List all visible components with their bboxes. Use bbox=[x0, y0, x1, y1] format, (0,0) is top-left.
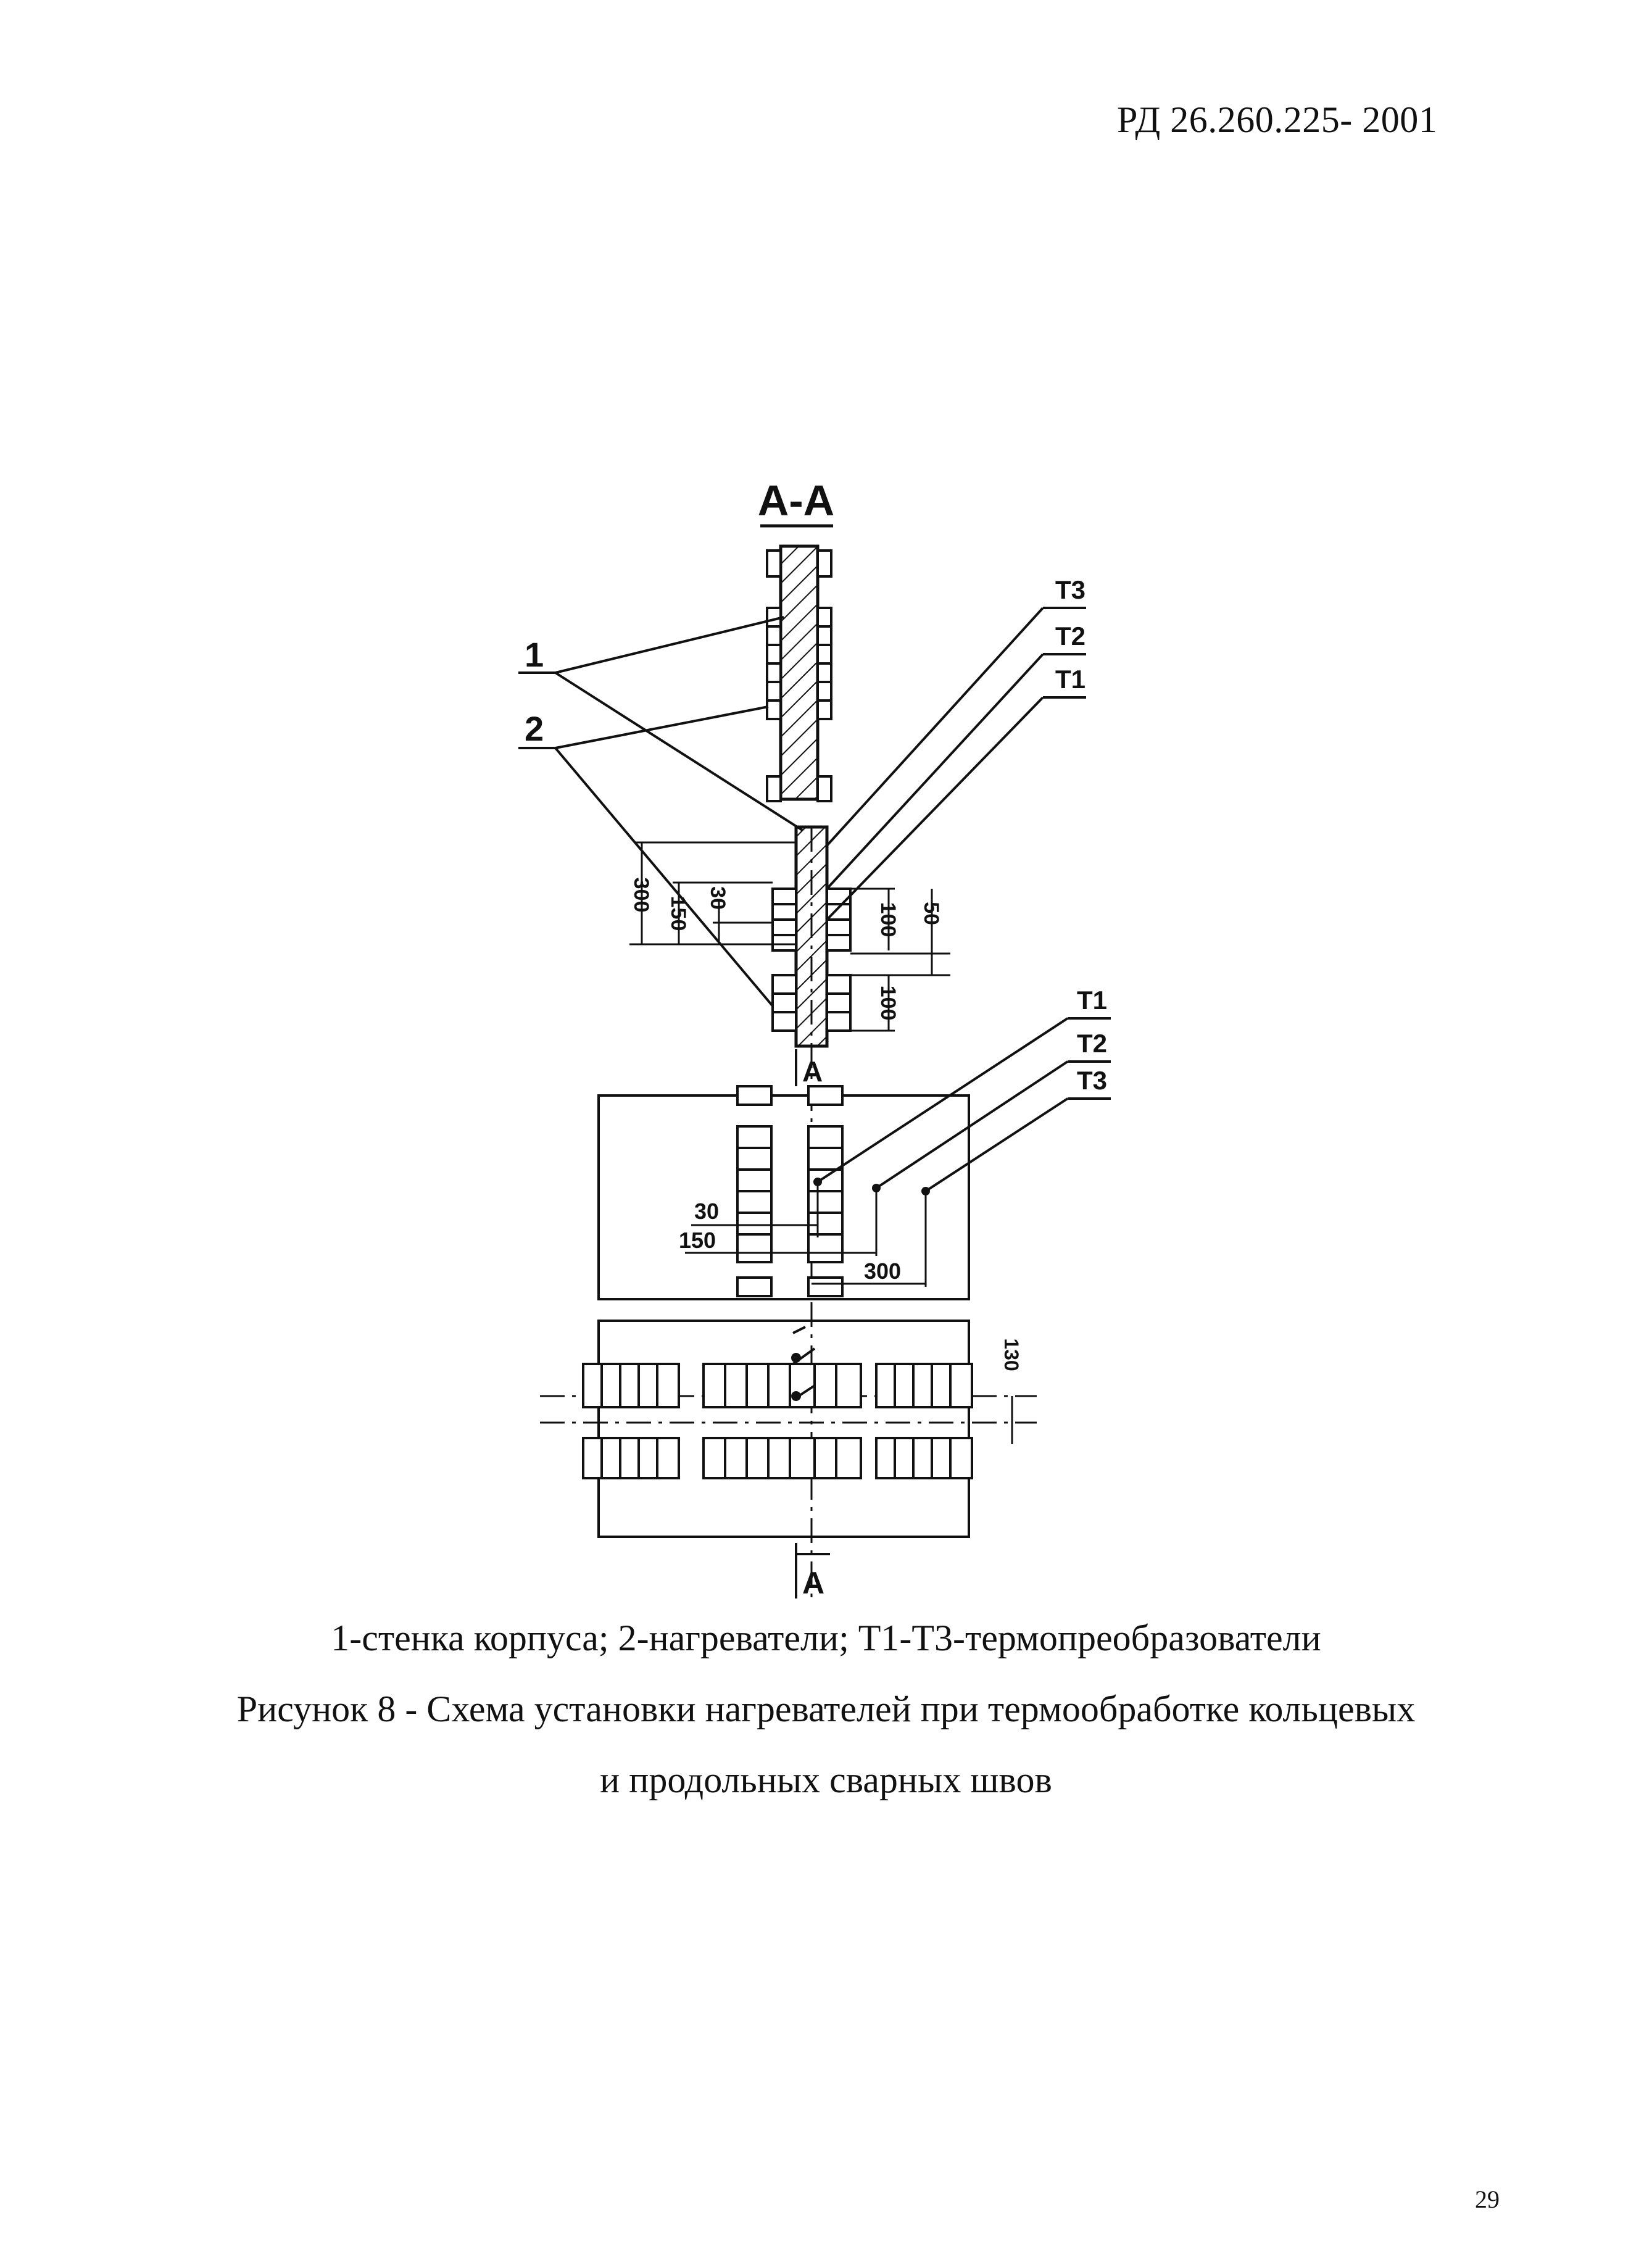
svg-text:150: 150 bbox=[666, 896, 690, 931]
longitudinal-sensor-points bbox=[791, 1326, 816, 1401]
section-title: А-А bbox=[758, 476, 834, 525]
svg-text:30: 30 bbox=[706, 886, 729, 910]
longitudinal-pad-divisions bbox=[600, 1364, 952, 1478]
section-dimensions-left bbox=[629, 841, 796, 946]
sensor-callouts-section: T3 T2 T1 bbox=[826, 575, 1086, 921]
callout-wall-number: 1 bbox=[525, 635, 544, 674]
upper-heater-pads bbox=[766, 549, 832, 802]
page-number: 29 bbox=[1475, 2185, 1500, 2213]
figure-title-line-1: Рисунок 8 - Схема установки нагревателей… bbox=[236, 1689, 1416, 1729]
figure-title-line-2: и продольных сварных швов bbox=[600, 1760, 1052, 1800]
callout-wall-leaders bbox=[554, 616, 803, 831]
svg-text:30: 30 bbox=[694, 1199, 719, 1224]
svg-text:300: 300 bbox=[629, 878, 653, 913]
svg-text:130: 130 bbox=[1000, 1338, 1023, 1371]
svg-text:100: 100 bbox=[876, 986, 900, 1021]
vessel-wall-upper bbox=[779, 544, 820, 801]
svg-text:T1: T1 bbox=[1077, 986, 1107, 1015]
section-mark-top: А bbox=[802, 1055, 823, 1087]
callout-heaters-number: 2 bbox=[525, 709, 544, 748]
section-mark-bottom: А bbox=[802, 1566, 824, 1600]
plan-view-dimensions bbox=[685, 1182, 927, 1287]
svg-text:T3: T3 bbox=[1055, 575, 1085, 604]
plan-view-sensor-callouts: T1 T2 T3 bbox=[813, 986, 1111, 1195]
document-code: РД 26.260.225- 2001 bbox=[1117, 99, 1438, 140]
plan-view-longitudinal bbox=[597, 1320, 970, 1538]
lower-heater-pads bbox=[771, 888, 852, 1032]
svg-text:T2: T2 bbox=[1077, 1029, 1107, 1058]
plan-view-circumferential bbox=[597, 1094, 970, 1300]
section-dimensions-right bbox=[850, 888, 950, 1032]
svg-text:100: 100 bbox=[876, 902, 900, 937]
plan-view-heater-pads bbox=[736, 1085, 844, 1297]
svg-text:T1: T1 bbox=[1055, 665, 1085, 694]
svg-text:300: 300 bbox=[864, 1258, 901, 1284]
svg-text:T3: T3 bbox=[1077, 1066, 1107, 1095]
callout-heaters-leaders bbox=[554, 705, 774, 1007]
longitudinal-heater-pads bbox=[582, 1363, 973, 1479]
svg-text:50: 50 bbox=[919, 902, 943, 925]
figure-legend: 1-стенка корпуса; 2-нагреватели; T1-T3-т… bbox=[331, 1618, 1321, 1658]
svg-text:150: 150 bbox=[679, 1228, 716, 1253]
svg-text:T2: T2 bbox=[1055, 621, 1085, 651]
